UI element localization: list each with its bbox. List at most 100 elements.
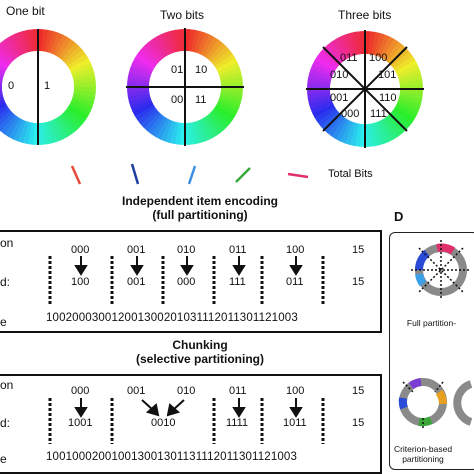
ring-segment: [349, 122, 359, 147]
ring-segment: [47, 120, 58, 144]
ring-segment: [398, 95, 423, 105]
ring-segment: [387, 113, 407, 134]
ring-segment: [8, 118, 23, 140]
panel-c-top-code: 011: [229, 385, 247, 397]
ring-segment: [151, 36, 168, 58]
ring-segment: [194, 120, 205, 144]
ring-segment: [70, 62, 93, 75]
ring-segment: [0, 99, 6, 105]
ring-segment: [41, 29, 49, 52]
ring-segment: [191, 29, 201, 53]
ring-segment: [127, 89, 150, 98]
panel-c-arrows: [48, 398, 325, 444]
ring-segment: [382, 117, 399, 140]
panel-b-top-code: 000: [71, 244, 90, 256]
ring-segment: [140, 109, 160, 129]
ring-segment: [207, 112, 227, 132]
ring-segment: [314, 106, 337, 123]
code-label: 110: [379, 92, 397, 104]
ring-segment: [399, 89, 423, 95]
wheel-title-one-bit: One bit: [6, 4, 45, 18]
ring-segment: [203, 36, 219, 58]
panel-c-top-code: 000: [71, 385, 90, 397]
ring-segment: [345, 32, 357, 57]
ring-segment: [0, 64, 7, 72]
ring-segment: [17, 120, 29, 144]
ring-segment: [53, 34, 68, 56]
wheel-title-two-bits: Two bits: [160, 8, 205, 22]
ring-segment: [18, 30, 29, 54]
ring-segment: [365, 31, 371, 55]
ring-segment: [382, 38, 399, 61]
ring-segment: [174, 29, 183, 52]
code-label: 100: [369, 52, 388, 64]
ring-segment: [156, 34, 171, 56]
ring-segment: [335, 119, 351, 142]
ring-segment: [307, 83, 331, 89]
panel-c-title-line2: (selective partitioning): [135, 352, 265, 366]
ring-segment: [60, 112, 80, 132]
ring-segment: [210, 45, 230, 65]
ring-segment: [58, 39, 76, 60]
ring-segment: [67, 53, 89, 70]
ring-segment: [310, 100, 334, 114]
row-label-encoded: d:: [0, 275, 11, 289]
ring-segment: [385, 41, 403, 63]
row-label-item: on: [0, 236, 14, 250]
ring-segment: [44, 121, 54, 145]
ring-segment: [200, 34, 215, 56]
panel-b-bottom-code: 001: [127, 276, 146, 288]
ring-segment: [214, 53, 236, 70]
ring-segment: [376, 34, 390, 58]
row-label-sequence: e: [0, 452, 7, 466]
ring-segment: [0, 76, 4, 81]
ring-segment: [212, 49, 233, 67]
ring-segment: [179, 122, 185, 145]
ring-segment: [22, 29, 32, 53]
ring-segment: [71, 67, 95, 78]
ring-segment: [359, 123, 365, 147]
ring-segment: [398, 73, 423, 84]
ring-segment: [50, 32, 63, 55]
legend-line-blue: [187, 165, 197, 185]
code-label: 001: [330, 92, 349, 104]
ring-segment: [27, 122, 35, 145]
ring-segment: [217, 62, 240, 75]
ring-segment: [354, 31, 363, 55]
panel-b-bit-count: 15: [352, 244, 365, 256]
ring-segment: [317, 108, 339, 127]
panel-c-bottom-code: 0010: [151, 417, 176, 429]
ring-segment: [56, 36, 72, 58]
code-label: 1: [44, 80, 51, 92]
ring-segment: [134, 104, 156, 121]
ring-segment: [210, 110, 230, 129]
panel-c-bit-count: 15: [352, 385, 365, 397]
ring-segment: [160, 32, 173, 55]
code-label: 10: [195, 64, 208, 76]
legend-total-bits-label: Total Bits: [328, 168, 373, 180]
ring-segment: [137, 49, 158, 67]
ring-segment: [199, 118, 214, 140]
ring-segment: [32, 122, 38, 145]
ring-segment: [134, 53, 156, 69]
ring-segment: [128, 66, 152, 78]
panel-c-top-code: 010: [177, 385, 196, 397]
ring-segment: [0, 48, 13, 64]
ring-segment: [188, 29, 196, 52]
row-label-encoded: d:: [0, 416, 11, 430]
ring-segment: [368, 31, 376, 55]
panel-c-bit-count-2: 15: [352, 417, 365, 429]
ring-segment: [127, 81, 150, 87]
ring-segment: [373, 121, 385, 146]
ring-segment: [73, 76, 96, 85]
ring-segment: [384, 115, 403, 137]
ring-segment: [331, 117, 348, 140]
criterion-ring-right: [453, 380, 473, 426]
ring-segment: [0, 39, 18, 60]
ring-segment: [71, 96, 95, 108]
panel-c-bottom-code: 1011: [283, 417, 307, 429]
code-label: 00: [171, 94, 184, 106]
ring-segment: [216, 102, 238, 117]
ring-segment: [143, 42, 163, 62]
panel-b-bit-count-2: 15: [352, 276, 365, 288]
